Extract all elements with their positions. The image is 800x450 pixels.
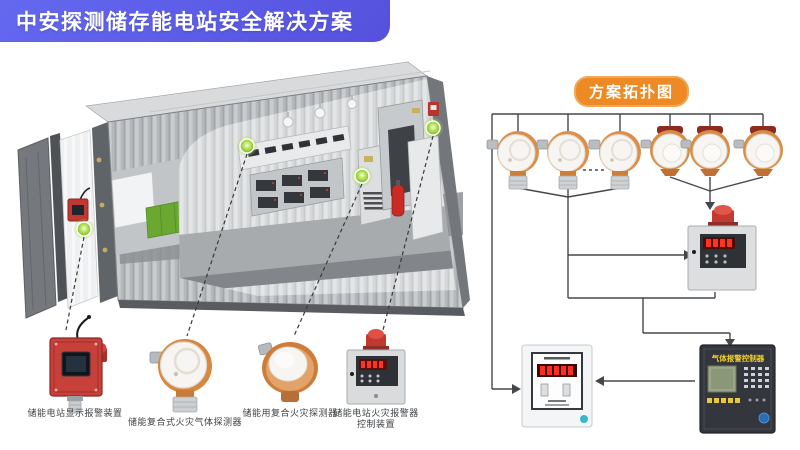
page-title: 中安探测储存能电站安全解决方案 [16,11,354,34]
title-banner: 中安探测储存能电站安全解决方案 [0,0,390,42]
equipment-cabinets [357,99,444,241]
detector-marker-2 [236,135,258,157]
callout-line-4 [382,135,434,331]
product-display-alarm [49,315,107,414]
caption-gas-detector: 储能复合式火灾气体探测器 [127,417,242,427]
panel-logo-icon [758,412,770,424]
end-wall-alarm [428,102,439,116]
container-end-wall [59,129,99,309]
caption-fire-detector: 储能用复合火灾探测器 [242,408,338,418]
detector-marker-4 [422,117,444,139]
detector-marker-1 [73,218,95,240]
topo-fire-detector-3 [733,125,784,177]
topo-display-unit [521,344,593,428]
topo-fire-detector-1 [640,125,691,177]
product-gas-detector [149,339,212,413]
container-illustration [17,61,470,319]
topo-fire-alarm-panel: 气体报警控制器 [699,344,776,434]
topo-gas-alarm-controller [687,205,757,291]
caption-display-alarm: 储能电站显示报警装置 [27,408,123,418]
detector-marker-3 [351,165,373,187]
panel-title: 气体报警控制器 [711,353,765,363]
topo-gas-detector-3 [588,130,642,190]
container-interior [178,79,456,296]
ceiling-detectors [282,95,357,128]
topology-label: 方案拓扑图 [574,76,690,107]
callout-line-1 [65,236,85,331]
container-corner-post [92,122,118,303]
topo-gas-detector-1 [486,130,540,190]
display-unit-logo-icon [580,415,588,423]
fire-extinguisher [391,180,405,217]
callout-line-2 [186,153,248,337]
topology-diagram: 气体报警控制器 [486,113,784,434]
topo-gas-detector-2 [536,130,590,190]
caption-controller: 储能电站火灾报警器 控制装置 [333,408,419,429]
product-controller [346,329,406,405]
callout-lines [65,135,434,337]
product-fire-detector [257,342,318,402]
battery-rack [249,157,345,217]
container-open-doors [17,133,68,319]
topology-lines [491,113,764,390]
